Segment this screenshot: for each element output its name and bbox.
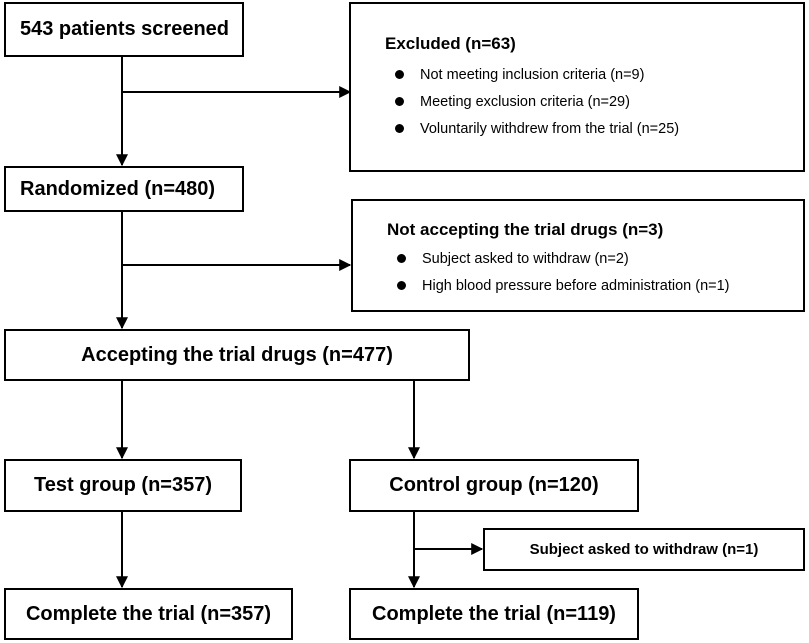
bullet-dot-icon [397,254,406,263]
excluded-item-label: Meeting exclusion criteria (n=29) [420,93,630,110]
accepting-box: Accepting the trial drugs (n=477) [4,329,470,381]
excluded-item-label: Voluntarily withdrew from the trial (n=2… [420,120,680,137]
screened-label: 543 patients screened [20,18,229,40]
not-accepting-item-label: Subject asked to withdraw (n=2) [422,250,629,267]
excluded-box: Excluded (n=63) Not meeting inclusion cr… [349,2,805,172]
control-complete-box: Complete the trial (n=119) [349,588,639,640]
control-group-label: Control group (n=120) [389,474,599,496]
screened-box: 543 patients screened [4,2,244,57]
test-group-label: Test group (n=357) [34,474,212,496]
control-group-box: Control group (n=120) [349,459,639,512]
control-withdraw-box: Subject asked to withdraw (n=1) [483,528,805,571]
randomized-label: Randomized (n=480) [20,177,216,200]
test-complete-box: Complete the trial (n=357) [4,588,293,640]
not-accepting-title: Not accepting the trial drugs (n=3) [387,220,664,239]
bullet-dot-icon [395,97,404,106]
control-complete-label: Complete the trial (n=119) [372,602,616,625]
not-accepting-list: Subject asked to withdraw (n=2) High blo… [397,245,730,299]
bullet-dot-icon [395,124,404,133]
randomized-box: Randomized (n=480) [4,166,244,212]
list-item: Subject asked to withdraw (n=2) [397,245,730,272]
excluded-list: Not meeting inclusion criteria (n=9) Mee… [395,61,679,142]
control-withdraw-label: Subject asked to withdraw (n=1) [529,541,759,558]
not-accepting-item-label: High blood pressure before administratio… [422,277,730,294]
excluded-item-label: Not meeting inclusion criteria (n=9) [420,66,645,83]
not-accepting-box: Not accepting the trial drugs (n=3) Subj… [351,199,805,312]
list-item: Not meeting inclusion criteria (n=9) [395,61,679,88]
test-complete-label: Complete the trial (n=357) [25,602,272,625]
list-item: High blood pressure before administratio… [397,272,730,299]
list-item: Meeting exclusion criteria (n=29) [395,88,679,115]
list-item: Voluntarily withdrew from the trial (n=2… [395,115,679,142]
test-group-box: Test group (n=357) [4,459,242,512]
accepting-label: Accepting the trial drugs (n=477) [81,343,393,366]
excluded-title: Excluded (n=63) [385,34,516,53]
bullet-dot-icon [397,281,406,290]
bullet-dot-icon [395,70,404,79]
